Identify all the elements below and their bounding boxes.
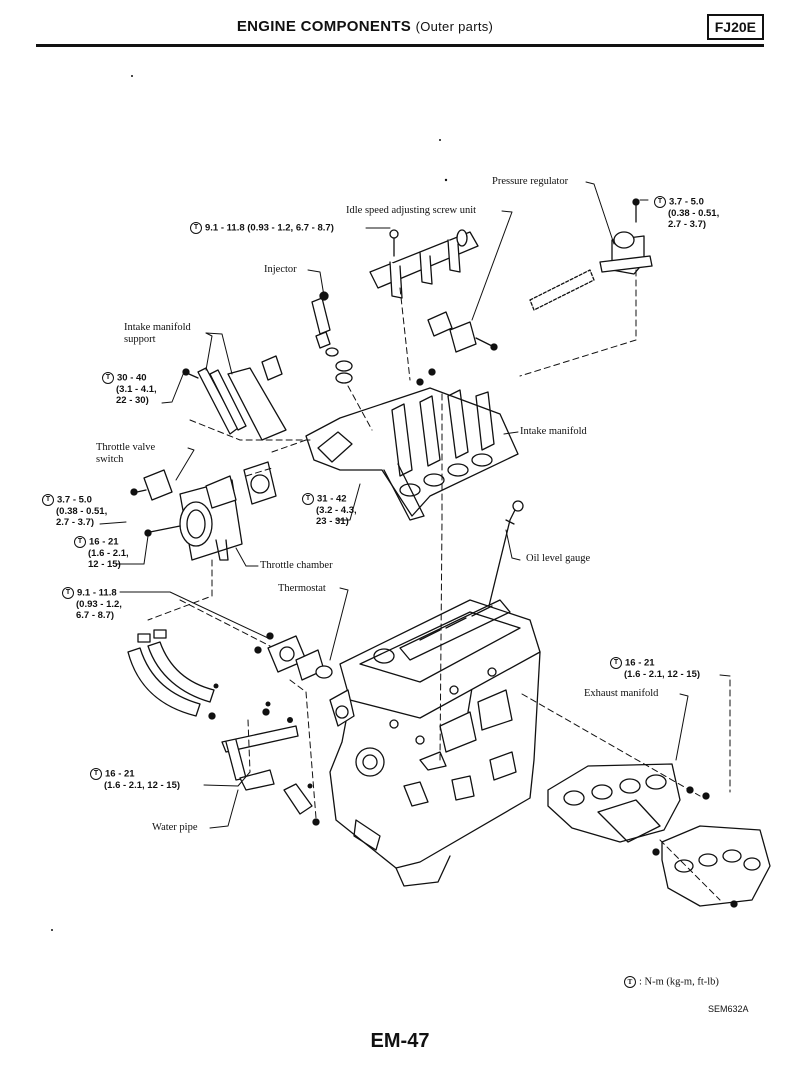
label-thermostat: Thermostat: [278, 583, 326, 594]
torque-icon: T: [42, 494, 54, 506]
label-intake-manifold-support-1: Intake manifold: [124, 322, 191, 333]
title-text: ENGINE COMPONENTS: [236, 18, 412, 35]
torque-icon: T: [624, 976, 636, 988]
bolt-markers: [51, 75, 448, 931]
torque-icon: T: [302, 493, 314, 505]
throttle-gasket-drawing: [243, 461, 277, 505]
injector-drawing: [311, 291, 353, 384]
exhaust-heat-shield-drawing: [661, 825, 771, 908]
intake-support-drawing: [182, 355, 287, 441]
page-title: ENGINE COMPONENTS (Outer parts): [36, 18, 694, 35]
torque-legend: T: N-m (kg-m, ft-lb): [624, 976, 719, 988]
label-idle-speed-screw-unit: Idle speed adjusting screw unit: [346, 205, 477, 216]
torque-icon: T: [654, 196, 666, 208]
intake-manifold-drawing: [305, 368, 519, 521]
legend-text: : N-m (kg-m, ft-lb): [639, 976, 719, 988]
label-intake-manifold: Intake manifold: [520, 426, 587, 437]
thermostat-drawing: [254, 632, 333, 681]
pressure-regulator-drawing: [599, 198, 653, 275]
label-intake-manifold-support-2: support: [124, 334, 156, 345]
torque-icon: T: [90, 768, 102, 780]
exhaust-manifold-drawing: [547, 763, 710, 856]
label-throttle-chamber: Throttle chamber: [260, 560, 333, 571]
torque-icon: T: [190, 222, 202, 234]
fuel-rail-drawing: [369, 229, 479, 299]
label-pressure-regulator: Pressure regulator: [492, 176, 569, 187]
engine-block-drawing: [329, 599, 541, 887]
torque-icon: T: [62, 587, 74, 599]
leader-lines: [99, 181, 731, 829]
throttle-chamber-drawing: [130, 469, 243, 561]
page-number: EM-47: [370, 1030, 430, 1052]
title-subtitle: (Outer parts): [415, 19, 494, 34]
torque-icon: T: [74, 536, 86, 548]
label-throttle-valve-switch-2: switch: [96, 454, 124, 465]
label-injector: Injector: [264, 264, 297, 275]
torque-icon: T: [610, 657, 622, 669]
engine-model-badge: FJ20E: [706, 14, 764, 40]
torque-icon: T: [102, 372, 114, 384]
label-water-pipe: Water pipe: [152, 822, 198, 833]
label-throttle-valve-switch-1: Throttle valve: [96, 442, 156, 453]
label-oil-level-gauge: Oil level gauge: [526, 553, 591, 564]
fuel-hose-drawing: [529, 269, 595, 311]
idle-screw-unit-drawing: [427, 311, 498, 353]
label-exhaust-manifold: Exhaust manifold: [584, 688, 659, 699]
assembly-guide-lines: [147, 269, 731, 901]
page-header: ENGINE COMPONENTS (Outer parts) FJ20E: [36, 10, 764, 47]
figure-code: SEM632A: [708, 1004, 749, 1014]
water-hose-drawing: [127, 629, 320, 826]
